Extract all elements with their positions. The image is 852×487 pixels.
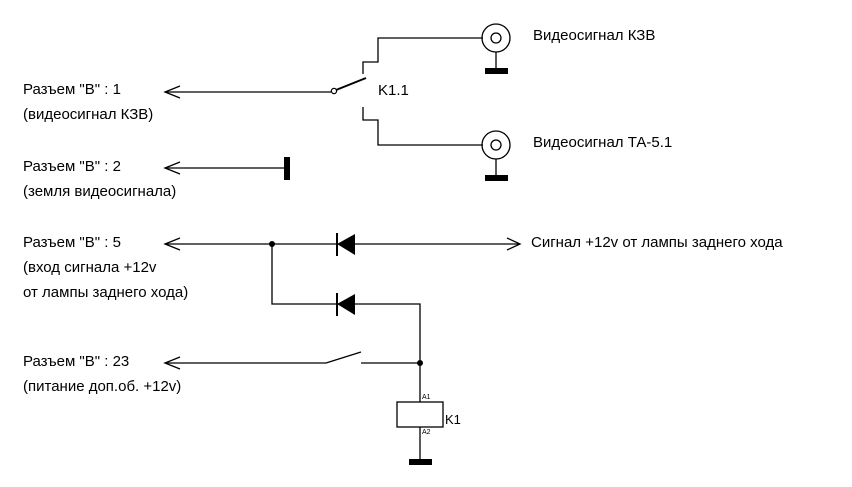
connector-5-desc-1: (вход сигнала +12v — [23, 259, 157, 276]
coax-core-ta — [490, 139, 502, 151]
arrow-reverse-signal — [506, 237, 522, 251]
ground-symbol-coil — [409, 459, 432, 465]
ground-symbol-kzv — [485, 68, 508, 74]
ground-symbol-ta — [485, 175, 508, 181]
coax-connector-ta — [481, 130, 511, 160]
output-reverse-signal: Сигнал +12v от лампы заднего хода — [531, 234, 783, 251]
connector-1-title: Разъем "В" : 1 — [23, 81, 121, 98]
output-video-kzv: Видеосигнал КЗВ — [533, 27, 656, 44]
switch-blade-k1-2 — [325, 351, 362, 364]
relay-contact-label: K1.1 — [378, 82, 409, 99]
diode-2 — [337, 294, 355, 315]
connector-2-desc: (земля видеосигнала) — [23, 183, 177, 200]
arrow-connector-2 — [163, 161, 181, 175]
coax-connector-kzv — [481, 23, 511, 53]
connector-2-title: Разъем "В" : 2 — [23, 158, 121, 175]
arrow-connector-5 — [163, 237, 181, 251]
coax-core-kzv — [490, 32, 502, 44]
connector-5-desc-2: от лампы заднего хода) — [23, 284, 189, 301]
relay-coil-k1 — [396, 401, 444, 428]
connector-23-title: Разъем "В" : 23 — [23, 353, 130, 370]
diode-2-bar — [336, 293, 338, 316]
arrow-connector-1 — [163, 85, 181, 99]
relay-pin-a1: A1 — [422, 394, 431, 401]
wire-diode-2 — [271, 244, 421, 402]
diode-1 — [337, 234, 355, 255]
connector-5-title: Разъем "В" : 5 — [23, 234, 121, 251]
diode-1-bar — [336, 233, 338, 256]
connector-1-desc: (видеосигнал КЗВ) — [23, 106, 154, 123]
wire-bottom-contact — [362, 107, 483, 146]
switch-blade-k1-1 — [335, 77, 367, 91]
output-video-ta: Видеосигнал ТА-5.1 — [533, 134, 673, 151]
relay-coil-label: K1 — [445, 412, 461, 427]
junction-node-1 — [269, 241, 275, 247]
ground-symbol-connector-2 — [284, 157, 290, 180]
arrow-connector-23 — [163, 356, 181, 370]
switch-pivot — [330, 87, 338, 95]
wire-top-contact — [362, 37, 483, 74]
connector-23-desc: (питание доп.об. +12v) — [23, 378, 182, 395]
relay-pin-a2: A2 — [422, 429, 431, 436]
junction-node-2 — [417, 360, 423, 366]
